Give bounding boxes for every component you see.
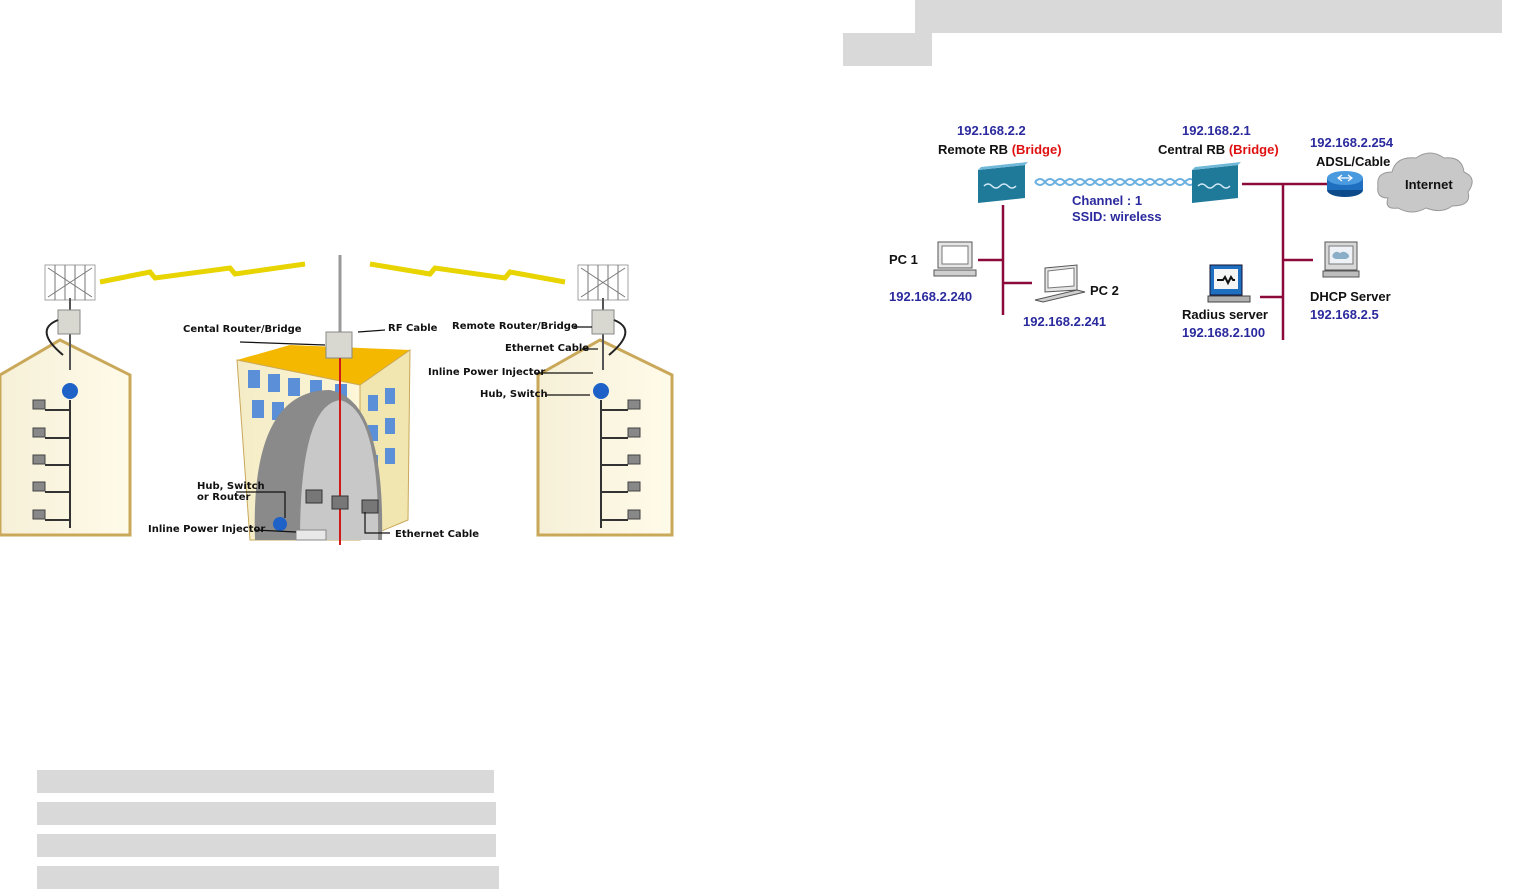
- wireless-link-icon: [1034, 178, 1196, 186]
- pc2-name: PC 2: [1090, 283, 1119, 298]
- internet-label: Internet: [1405, 177, 1453, 192]
- hub-switch-label: Hub, Switch: [480, 389, 548, 400]
- ethernet-cable-top-label: Ethernet Cable: [505, 343, 590, 354]
- remote-rb-mode: (Bridge): [1011, 142, 1062, 157]
- pc1-monitor-icon: [933, 241, 977, 277]
- remote-router-label: Remote Router/Bridge: [452, 321, 578, 332]
- building-network-illustration: [0, 250, 675, 550]
- central-rb-ip: 192.168.2.1: [1182, 123, 1251, 138]
- footer-bar-1: [37, 770, 494, 793]
- remote-rb-name-text: Remote RB: [938, 142, 1009, 157]
- network-topology-diagram: [933, 152, 1473, 340]
- wireless-link-left: [99, 261, 306, 285]
- hub-switch-router-label-2: or Router: [197, 492, 251, 503]
- footer-bar-2: [37, 802, 496, 825]
- radius-server-name: Radius server: [1182, 307, 1268, 322]
- inline-power-top-label: Inline Power Injector: [428, 367, 546, 378]
- header-bar: [915, 0, 1502, 33]
- header-tab-bar: [843, 33, 932, 66]
- ssid-label: SSID: wireless: [1072, 209, 1162, 224]
- footer-bar-4: [37, 866, 499, 889]
- dhcp-server-icon: [1322, 241, 1360, 278]
- adsl-name: ADSL/Cable: [1316, 154, 1391, 169]
- pc2-ip: 192.168.2.241: [1023, 314, 1107, 329]
- central-router-label: Cental Router/Bridge: [183, 324, 302, 335]
- central-building: [236, 255, 411, 545]
- router-icon: [1327, 171, 1363, 197]
- remote-rb-ip: 192.168.2.2: [957, 123, 1026, 138]
- rf-cable-label: RF Cable: [388, 323, 438, 334]
- adsl-ip: 192.168.2.254: [1310, 135, 1394, 150]
- remote-rb-name: Remote RB (Bridge): [938, 142, 1062, 157]
- right-house: [536, 264, 674, 537]
- central-rb-name-text: Central RB: [1158, 142, 1226, 157]
- wireless-link-right: [369, 261, 566, 285]
- central-bridge-icon: [1192, 162, 1241, 203]
- dhcp-server-ip: 192.168.2.5: [1310, 307, 1379, 322]
- dhcp-server-name: DHCP Server: [1310, 289, 1391, 304]
- radius-server-ip: 192.168.2.100: [1182, 325, 1266, 340]
- pc1-name: PC 1: [889, 252, 918, 267]
- remote-bridge-icon: [978, 162, 1028, 203]
- internet-cloud-icon: [1377, 152, 1473, 213]
- pc2-laptop-icon: [1034, 264, 1086, 303]
- channel-label: Channel : 1: [1072, 193, 1143, 208]
- pc1-ip: 192.168.2.240: [889, 289, 973, 304]
- left-house: [0, 264, 132, 537]
- central-rb-name: Central RB (Bridge): [1158, 142, 1279, 157]
- inline-power-bottom-label: Inline Power Injector: [148, 524, 266, 535]
- radius-server-icon: [1207, 264, 1251, 303]
- central-rb-mode: (Bridge): [1228, 142, 1279, 157]
- footer-bar-3: [37, 834, 496, 857]
- hub-switch-router-label-1: Hub, Switch: [197, 481, 265, 492]
- ethernet-cable-bottom-label: Ethernet Cable: [395, 529, 480, 540]
